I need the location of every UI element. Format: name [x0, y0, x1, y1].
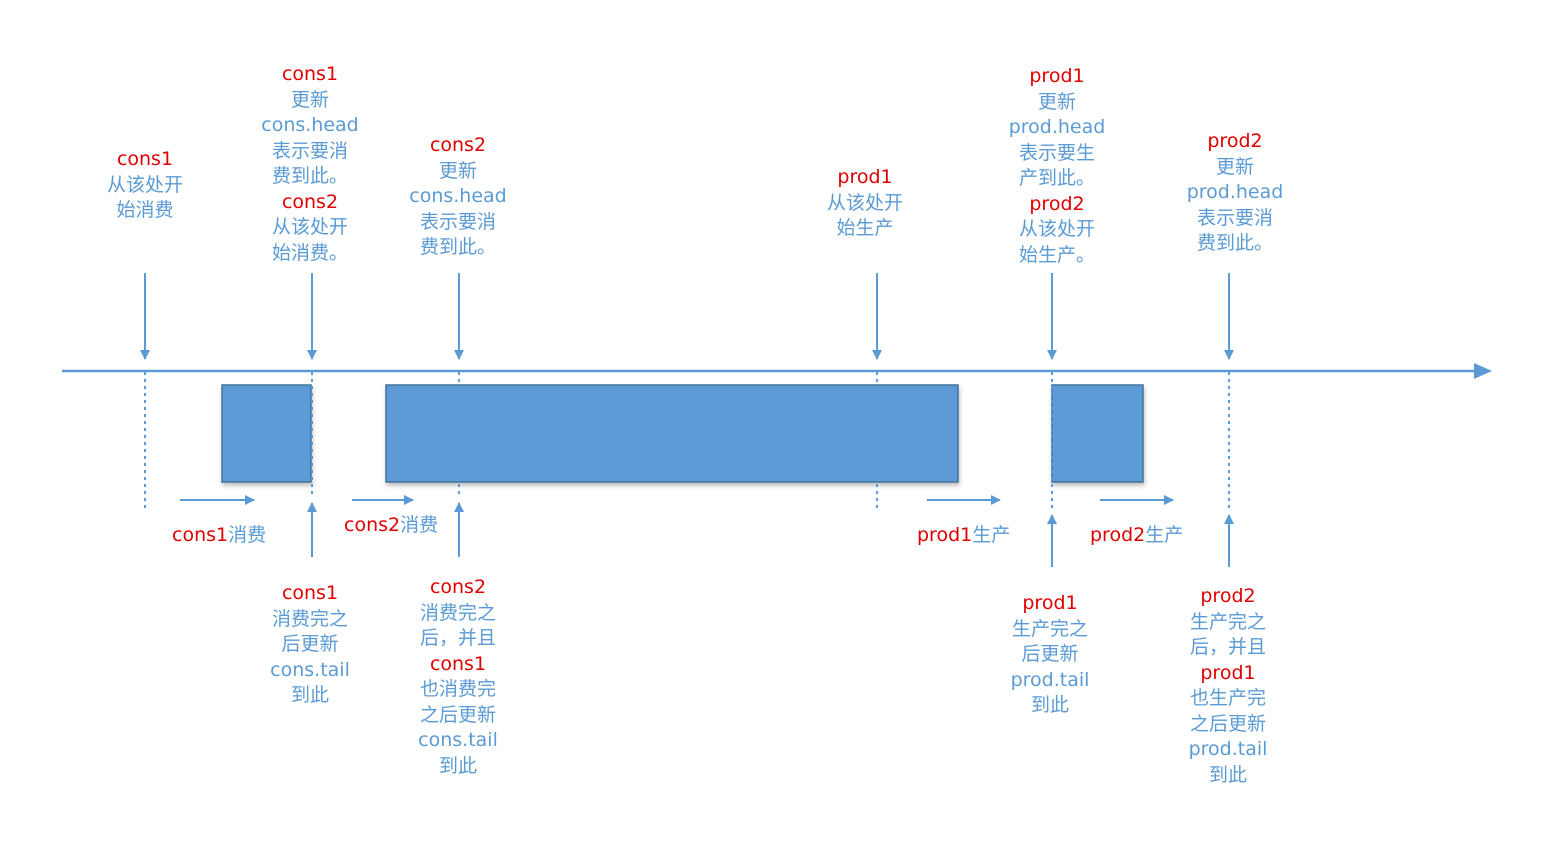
- desc-line: 费到此。: [419, 236, 496, 258]
- label-prod1-tail-update: prod1 生产完之 后更新 prod.tail 到此: [1011, 591, 1090, 719]
- desc-line: 表示要生: [1018, 141, 1095, 164]
- desc-line: 表示要消: [1196, 206, 1273, 229]
- actor-label: cons1: [281, 63, 339, 85]
- desc-line: prod.tail: [1010, 668, 1090, 691]
- label-prod1-start: prod1 从该处开 始生产: [827, 165, 903, 242]
- desc-line: 也消费完: [419, 678, 497, 700]
- actor-label: cons1: [172, 524, 229, 546]
- label-prod2-head-update: prod2 更新 prod.head 表示要消 费到此。: [1187, 129, 1284, 257]
- desc-line: 消费完之: [271, 607, 349, 630]
- label-prod2-tail-update: prod2 生产完之 后，并且 prod1 也生产完 之后更新 prod.tai…: [1189, 584, 1268, 788]
- actor-label: cons1: [429, 652, 487, 675]
- actor-label: prod1: [1200, 661, 1256, 684]
- flow-text: 消费: [228, 524, 267, 546]
- block-cons1-segment: [221, 384, 312, 483]
- desc-line: 之后更新: [1189, 712, 1266, 735]
- desc-line: 后更新: [1021, 643, 1079, 665]
- desc-line: prod.head: [1008, 116, 1106, 138]
- desc-line: 更新: [438, 159, 477, 182]
- actor-label: cons1: [116, 148, 174, 170]
- desc-line: prod.head: [1186, 181, 1284, 203]
- desc-line: prod.tail: [1188, 738, 1268, 760]
- desc-line: 消费完之: [419, 601, 497, 624]
- desc-line: 后，并且: [419, 627, 497, 649]
- desc-line: 生产完之: [1189, 610, 1266, 633]
- actor-label: prod2: [1029, 192, 1085, 215]
- desc-line: 产到此。: [1018, 167, 1095, 189]
- flow-label-cons2-consume: cons2消费: [344, 513, 438, 537]
- flow-label-prod1-produce: prod1生产: [917, 523, 1010, 547]
- block-prod-segment: [1051, 384, 1144, 483]
- actor-label: prod1: [837, 166, 893, 188]
- actor-label: prod1: [1022, 592, 1078, 614]
- desc-line: 从该处开: [106, 173, 184, 196]
- desc-line: 后更新: [281, 633, 339, 655]
- actor-label: cons1: [281, 582, 339, 604]
- desc-line: 到此: [438, 754, 478, 777]
- label-cons2-head-update: cons2 更新 cons.head 表示要消 费到此。: [409, 133, 507, 261]
- desc-line: 表示要消: [271, 139, 348, 162]
- flow-text: 生产: [1145, 524, 1184, 546]
- desc-line: 始生产。: [1018, 243, 1095, 266]
- actor-label: prod2: [1207, 130, 1263, 152]
- desc-line: 表示要消: [419, 210, 496, 233]
- desc-line: 从该处开: [271, 216, 348, 238]
- label-cons2-tail-update: cons2 消费完之 后，并且 cons1 也消费完 之后更新 cons.tai…: [418, 575, 498, 779]
- desc-line: 始消费: [116, 199, 174, 221]
- desc-line: 更新: [1037, 90, 1076, 113]
- desc-line: cons.head: [409, 185, 507, 207]
- desc-line: cons.head: [261, 114, 359, 136]
- desc-line: 从该处开: [826, 191, 904, 214]
- desc-line: 之后更新: [419, 703, 497, 726]
- actor-label: cons2: [429, 576, 487, 598]
- flow-label-cons1-consume: cons1消费: [172, 523, 266, 547]
- desc-line: 费到此。: [271, 165, 348, 187]
- desc-line: 后，并且: [1189, 636, 1266, 658]
- label-cons1-head-update: cons1 更新 cons.head 表示要消 费到此。 cons2 从该处开 …: [261, 62, 359, 266]
- desc-line: 生产完之: [1011, 617, 1088, 640]
- desc-line: 更新: [1215, 155, 1254, 178]
- label-cons1-tail-update: cons1 消费完之 后更新 cons.tail 到此: [270, 581, 350, 709]
- desc-line: 费到此。: [1196, 232, 1273, 254]
- desc-line: 更新: [290, 88, 329, 111]
- label-prod1-head-update: prod1 更新 prod.head 表示要生 产到此。 prod2 从该处开 …: [1009, 64, 1106, 268]
- desc-line: 也生产完: [1189, 687, 1266, 709]
- desc-line: 到此: [290, 684, 330, 706]
- actor-label: cons2: [281, 190, 339, 213]
- actor-label: prod2: [1090, 524, 1146, 546]
- block-main-segment: [385, 384, 959, 483]
- actor-label: cons2: [429, 134, 487, 156]
- actor-label: prod2: [1200, 585, 1256, 607]
- desc-line: cons.tail: [418, 729, 498, 751]
- actor-label: prod1: [917, 524, 973, 546]
- desc-line: 始消费。: [271, 241, 348, 264]
- actor-label: prod1: [1029, 65, 1085, 87]
- desc-line: 到此: [1030, 694, 1069, 716]
- flow-text: 消费: [400, 514, 439, 536]
- actor-label: cons2: [344, 514, 401, 536]
- flow-label-prod2-produce: prod2生产: [1090, 523, 1183, 547]
- desc-line: cons.tail: [270, 658, 350, 681]
- desc-line: 到此: [1208, 763, 1247, 786]
- desc-line: 始生产: [836, 217, 894, 239]
- label-cons1-start: cons1 从该处开 始消费: [107, 147, 183, 224]
- desc-line: 从该处开: [1018, 218, 1095, 240]
- flow-text: 生产: [972, 524, 1011, 546]
